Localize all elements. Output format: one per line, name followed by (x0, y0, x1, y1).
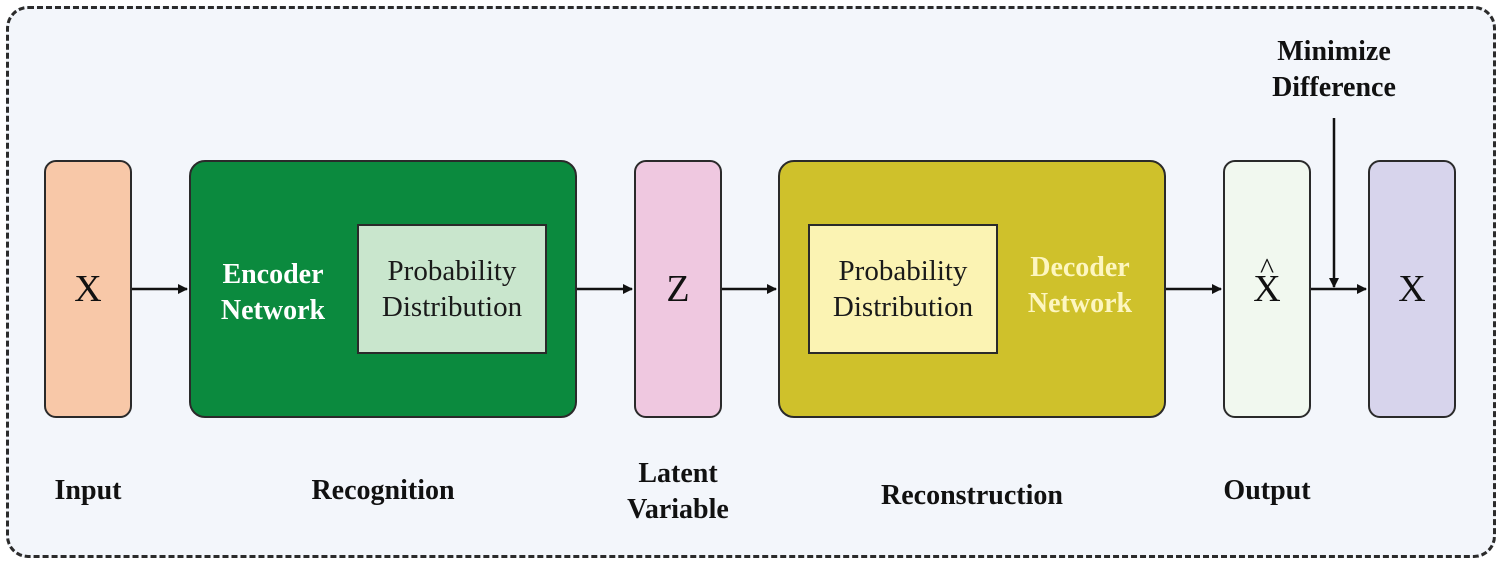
minimize-difference-label: Minimize Difference (1214, 34, 1454, 107)
caption-recognition: Recognition (311, 475, 455, 506)
target-block: X (1368, 160, 1456, 418)
encoder-dist-line2: Distribution (381, 291, 523, 323)
encoder-dist-line1: Probability (387, 254, 517, 287)
encoder-block: Encoder Network Probability Distribution (189, 160, 577, 418)
output-symbol: ^ X (1225, 254, 1309, 310)
encoder-distribution-box: Probability Distribution (357, 224, 547, 354)
input-block: X (44, 160, 132, 418)
decoder-block: Probability Distribution Decoder Network (778, 160, 1166, 418)
decoder-label-line1: Decoder (1030, 252, 1130, 283)
latent-symbol: Z (666, 268, 690, 310)
target-symbol: X (1398, 268, 1426, 310)
input-symbol: X (74, 268, 102, 310)
decoder-dist-line2: Distribution (832, 291, 974, 323)
decoder-distribution-box: Probability Distribution (808, 224, 998, 354)
decoder-dist-line1: Probability (838, 254, 968, 287)
output-x: X (1253, 268, 1281, 310)
caption-input: Input (54, 475, 122, 506)
latent-block: Z (634, 160, 722, 418)
decoder-label-line2: Network (1027, 288, 1133, 320)
caption-output: Output (1223, 475, 1311, 506)
minimize-line1: Minimize (1277, 36, 1391, 67)
caption-latent-line2: Variable (627, 494, 729, 526)
output-block: ^ X (1223, 160, 1311, 418)
minimize-line2: Difference (1272, 72, 1396, 104)
encoder-label-line1: Encoder (222, 259, 324, 290)
decoder-label: Decoder Network (1000, 250, 1160, 323)
encoder-label: Encoder Network (193, 257, 353, 330)
caption-latent-line1: Latent (638, 458, 718, 489)
caption-reconstruction: Reconstruction (881, 480, 1063, 511)
output-hat: ^ (1259, 252, 1275, 285)
encoder-label-line2: Network (220, 295, 326, 327)
caption-latent-variable: Latent Variable (558, 456, 798, 529)
